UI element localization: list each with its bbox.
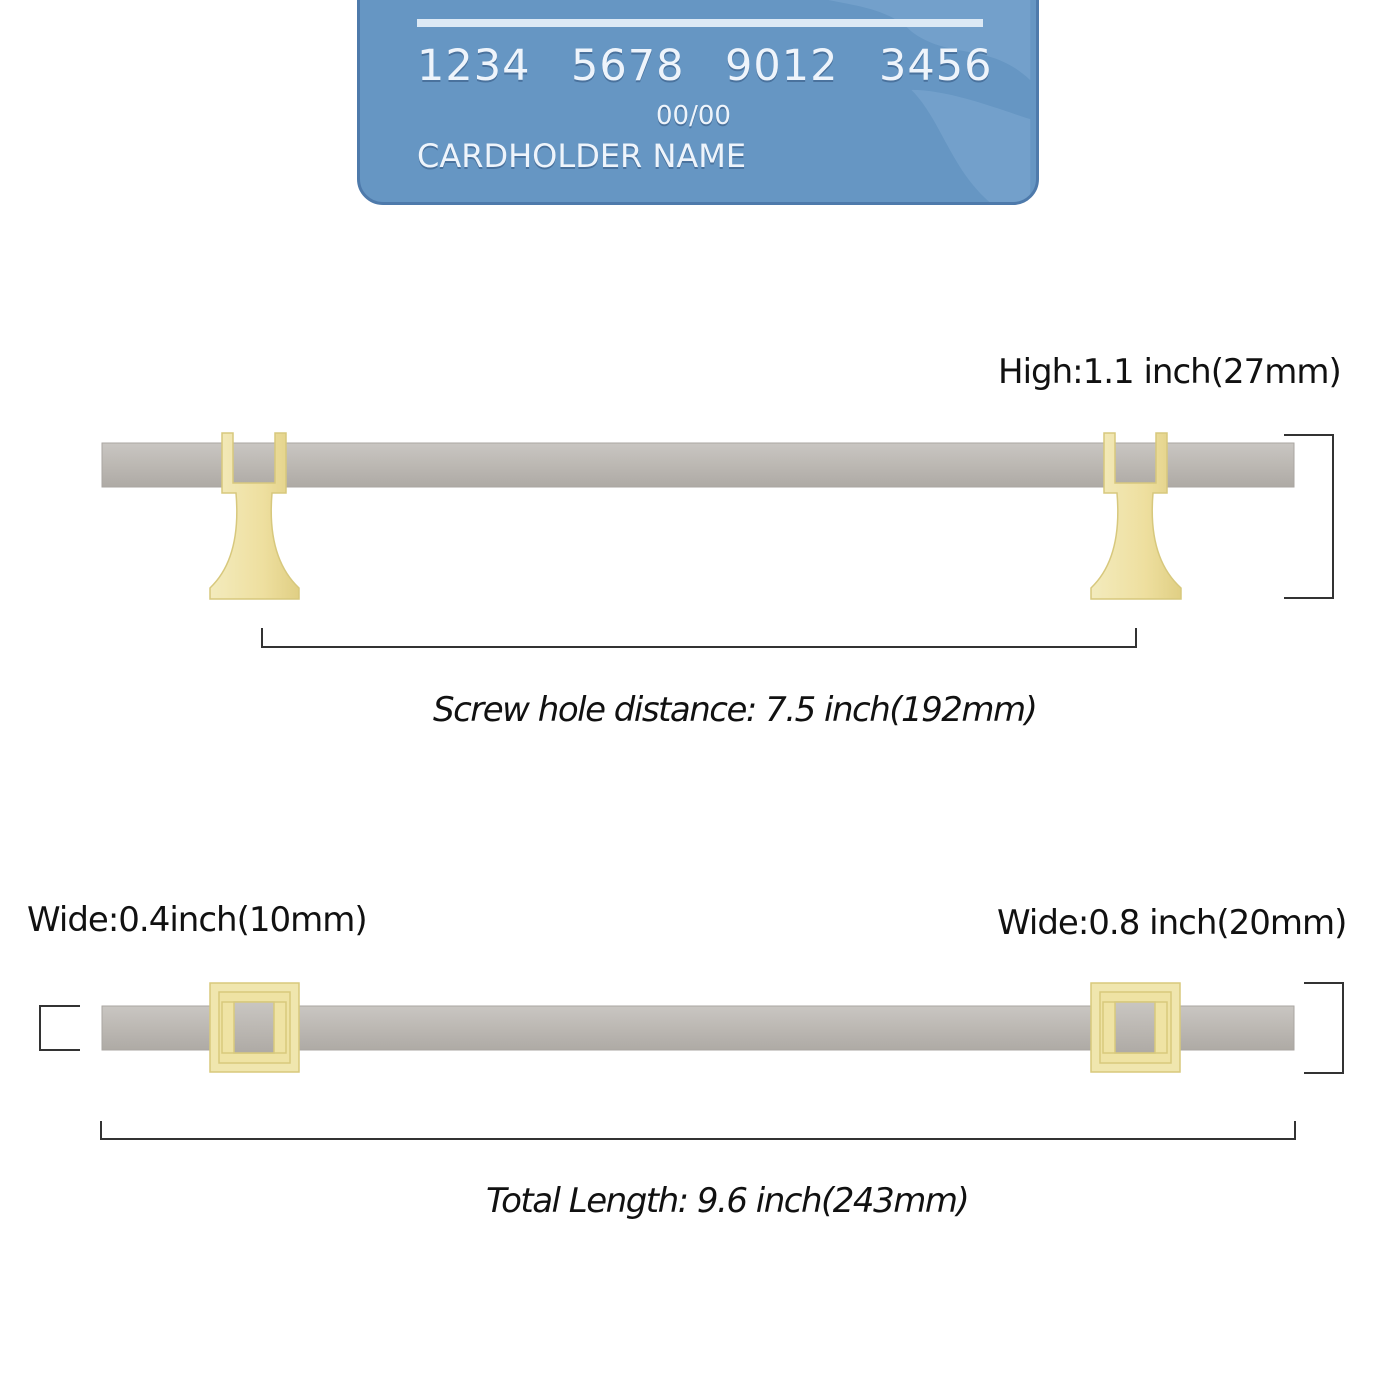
- top-view: [39, 982, 1344, 1140]
- card-number-group-1: 1234: [417, 41, 531, 91]
- base-width-label: Wide:0.8 inch(20mm): [997, 903, 1347, 943]
- card-holder-name: CARDHOLDER NAME: [417, 137, 747, 175]
- total-length-dimension-bracket: [100, 1121, 1296, 1140]
- side-view: [101, 432, 1334, 648]
- credit-card: 1234 5678 9012 3456 00/00 CARDHOLDER NAM…: [357, 0, 1039, 205]
- card-stripe: [417, 19, 983, 27]
- total-length-label: Total Length: 9.6 inch(243mm): [486, 1181, 970, 1221]
- right-base-top: [1090, 982, 1181, 1073]
- height-label: High:1.1 inch(27mm): [998, 352, 1342, 392]
- right-post-side: [1090, 432, 1182, 600]
- screw-hole-distance-label: Screw hole distance: 7.5 inch(192mm): [433, 690, 1038, 730]
- height-dimension-bracket: [1284, 434, 1334, 599]
- card-expiry: 00/00: [656, 101, 731, 131]
- card-number-group-4: 3456: [879, 41, 993, 91]
- bar-width-dimension-bracket: [39, 1005, 80, 1051]
- card-number-group-2: 5678: [571, 41, 685, 91]
- left-post-side: [209, 432, 300, 600]
- card-number-group-3: 9012: [725, 41, 839, 91]
- screw-hole-dimension-bracket: [261, 628, 1137, 648]
- base-width-dimension-bracket: [1304, 982, 1344, 1074]
- side-view-bar: [101, 442, 1295, 488]
- bar-width-label: Wide:0.4inch(10mm): [27, 900, 368, 940]
- left-base-top: [209, 982, 300, 1073]
